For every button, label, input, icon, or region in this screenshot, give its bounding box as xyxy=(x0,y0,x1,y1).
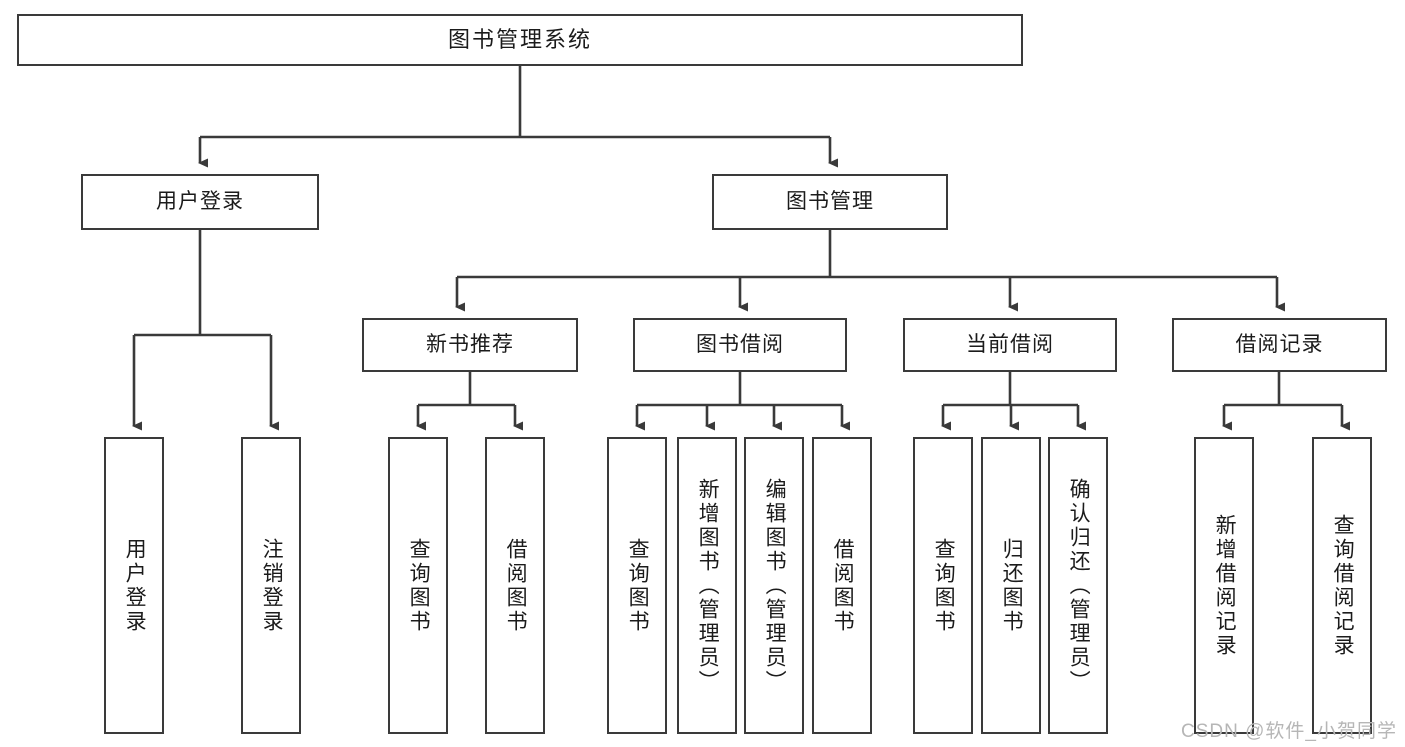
node-leaf-borrow-book-2-label: 借阅图书 xyxy=(831,537,855,634)
node-leaf-query-book-3[interactable]: 查询图书 xyxy=(913,437,973,734)
node-book-manage-label: 图书管理 xyxy=(786,190,874,214)
node-leaf-query-book-1-label: 查询图书 xyxy=(407,537,431,634)
node-book-borrow[interactable]: 图书借阅 xyxy=(633,318,847,372)
node-leaf-user-logout-label: 注销登录 xyxy=(260,537,284,634)
node-root-label: 图书管理系统 xyxy=(447,26,592,52)
node-leaf-return-book-label: 归还图书 xyxy=(1000,537,1024,634)
node-leaf-add-book-label: 新增图书（管理员） xyxy=(696,477,720,694)
node-new-book-rec[interactable]: 新书推荐 xyxy=(362,318,578,372)
node-book-manage[interactable]: 图书管理 xyxy=(712,174,948,230)
node-leaf-borrow-book-2[interactable]: 借阅图书 xyxy=(812,437,872,734)
node-leaf-borrow-book-1-label: 借阅图书 xyxy=(504,537,528,634)
node-leaf-query-record[interactable]: 查询借阅记录 xyxy=(1312,437,1372,734)
node-borrow-record[interactable]: 借阅记录 xyxy=(1172,318,1387,372)
node-leaf-add-record-label: 新增借阅记录 xyxy=(1213,513,1237,658)
node-leaf-add-record[interactable]: 新增借阅记录 xyxy=(1194,437,1254,734)
node-new-book-rec-label: 新书推荐 xyxy=(426,333,514,357)
node-current-borrow[interactable]: 当前借阅 xyxy=(903,318,1117,372)
node-leaf-query-book-2-label: 查询图书 xyxy=(626,537,650,634)
node-leaf-query-book-2[interactable]: 查询图书 xyxy=(607,437,667,734)
node-borrow-record-label: 借阅记录 xyxy=(1235,333,1324,357)
node-leaf-confirm-return[interactable]: 确认归还（管理员） xyxy=(1048,437,1108,734)
node-leaf-query-book-3-label: 查询图书 xyxy=(932,537,956,634)
node-leaf-user-logout[interactable]: 注销登录 xyxy=(241,437,301,734)
node-leaf-edit-book-label: 编辑图书（管理员） xyxy=(763,477,787,694)
node-leaf-edit-book[interactable]: 编辑图书（管理员） xyxy=(744,437,804,734)
node-leaf-user-login[interactable]: 用户登录 xyxy=(104,437,164,734)
node-leaf-query-book-1[interactable]: 查询图书 xyxy=(388,437,448,734)
node-leaf-confirm-return-label: 确认归还（管理员） xyxy=(1067,477,1091,694)
node-root[interactable]: 图书管理系统 xyxy=(17,14,1023,66)
node-leaf-add-book[interactable]: 新增图书（管理员） xyxy=(677,437,737,734)
node-leaf-borrow-book-1[interactable]: 借阅图书 xyxy=(485,437,545,734)
node-book-borrow-label: 图书借阅 xyxy=(696,333,784,357)
node-leaf-user-login-label: 用户登录 xyxy=(123,537,147,634)
node-current-borrow-label: 当前借阅 xyxy=(966,333,1054,357)
node-user-login-label: 用户登录 xyxy=(156,190,244,214)
node-leaf-return-book[interactable]: 归还图书 xyxy=(981,437,1041,734)
node-leaf-query-record-label: 查询借阅记录 xyxy=(1331,513,1355,658)
node-user-login[interactable]: 用户登录 xyxy=(81,174,319,230)
watermark: CSDN @软件_小贺同学 xyxy=(1181,721,1397,742)
